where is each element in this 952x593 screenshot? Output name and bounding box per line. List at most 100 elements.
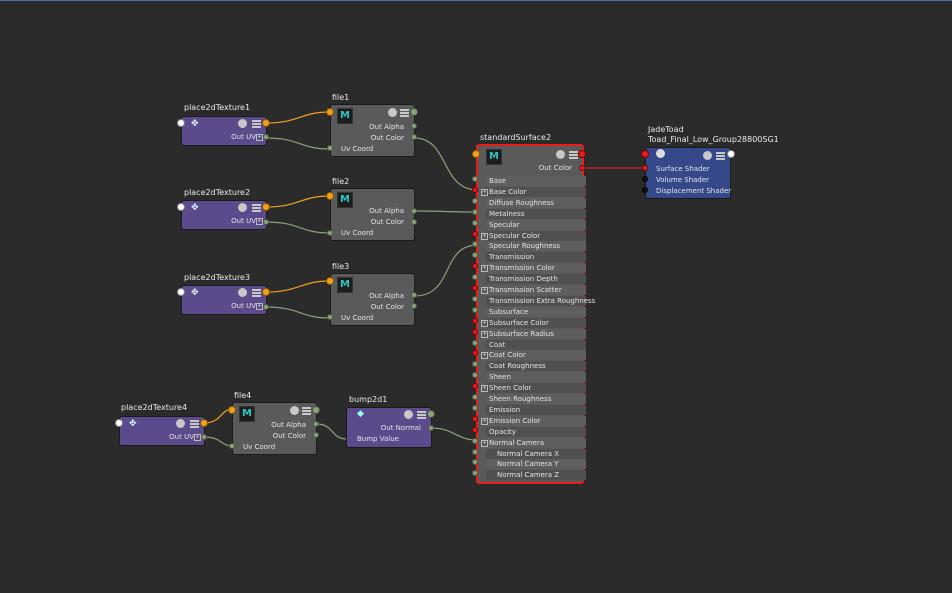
- attribute-row[interactable]: Emission Color+: [481, 415, 586, 426]
- expand-icon[interactable]: +: [256, 218, 263, 225]
- volume-shader-port[interactable]: [642, 176, 648, 182]
- attribute-row[interactable]: Coat: [486, 339, 586, 350]
- expand-icon[interactable]: +: [256, 134, 263, 141]
- input-port[interactable]: [641, 150, 649, 158]
- input-port[interactable]: [177, 203, 185, 211]
- output-alpha-port[interactable]: [411, 208, 417, 214]
- attribute-input-port[interactable]: [472, 176, 478, 182]
- bump2d-node[interactable]: ◆ Out Normal Bump Value: [346, 407, 432, 448]
- expand-icon[interactable]: +: [481, 287, 488, 294]
- attribute-input-port[interactable]: [472, 241, 478, 248]
- place2dtexture-node[interactable]: ✥ Out UV +: [119, 416, 205, 446]
- attribute-row[interactable]: Sheen Color+: [481, 383, 586, 394]
- attribute-input-port[interactable]: [472, 306, 478, 313]
- attribute-input-port[interactable]: [472, 426, 478, 433]
- file-node[interactable]: M Out Alpha Out Color Uv Coord: [330, 188, 415, 241]
- attribute-row[interactable]: Transmission Color+: [481, 263, 586, 274]
- output-color-port[interactable]: [313, 432, 319, 438]
- input-port[interactable]: [326, 108, 334, 116]
- attribute-row[interactable]: Base: [486, 176, 586, 186]
- attribute-input-port[interactable]: [472, 295, 478, 302]
- expand-icon[interactable]: +: [194, 434, 201, 441]
- input-port[interactable]: [177, 288, 185, 296]
- attribute-input-port[interactable]: [472, 470, 478, 477]
- attribute-row[interactable]: Normal Camera Z: [486, 470, 586, 481]
- attribute-list-icon[interactable]: [302, 407, 311, 415]
- input-port[interactable]: [326, 277, 334, 285]
- output-alpha-port[interactable]: [313, 421, 319, 427]
- attribute-row[interactable]: Sheen Roughness: [486, 394, 586, 404]
- output-port[interactable]: [410, 108, 418, 116]
- attribute-list-icon[interactable]: [716, 152, 725, 160]
- input-port[interactable]: [472, 150, 480, 158]
- attribute-list-icon[interactable]: [569, 151, 578, 159]
- attribute-row[interactable]: Transmission Depth: [486, 274, 586, 285]
- settings-icon[interactable]: [238, 288, 247, 297]
- expand-icon[interactable]: +: [481, 188, 488, 196]
- attribute-input-port[interactable]: [472, 285, 478, 291]
- expand-icon[interactable]: +: [481, 352, 488, 360]
- output-alpha-port[interactable]: [411, 123, 417, 129]
- attribute-row[interactable]: Coat Roughness: [486, 361, 586, 372]
- output-port[interactable]: [312, 406, 320, 414]
- attribute-list-icon[interactable]: [400, 109, 409, 117]
- attribute-row[interactable]: Base Color+: [481, 186, 586, 197]
- attribute-list-icon[interactable]: [252, 204, 261, 212]
- expand-icon[interactable]: +: [481, 439, 488, 447]
- input-port[interactable]: [228, 406, 236, 414]
- attribute-row[interactable]: Emission: [486, 404, 586, 415]
- attribute-row[interactable]: Normal Camera X: [486, 448, 586, 459]
- place2dtexture-node[interactable]: ✥ Out UV +: [181, 116, 267, 146]
- output-port[interactable]: [200, 419, 208, 427]
- place2dtexture-node[interactable]: ✥ Out UV +: [181, 285, 267, 315]
- output-uv-port[interactable]: [263, 304, 269, 310]
- expand-icon[interactable]: +: [481, 385, 488, 393]
- input-uv-port[interactable]: [327, 145, 333, 151]
- output-color-port[interactable]: [411, 219, 417, 225]
- settings-icon[interactable]: [238, 119, 247, 128]
- output-port[interactable]: [727, 150, 735, 158]
- displacement-shader-port[interactable]: [642, 187, 648, 193]
- attribute-row[interactable]: Specular Color+: [481, 230, 586, 241]
- settings-icon[interactable]: [703, 151, 712, 160]
- settings-icon[interactable]: [238, 203, 247, 212]
- attribute-input-port[interactable]: [472, 219, 478, 226]
- input-uv-port[interactable]: [229, 443, 235, 449]
- attribute-list-icon[interactable]: [252, 289, 261, 297]
- attribute-input-port[interactable]: [472, 404, 478, 411]
- settings-icon[interactable]: [176, 419, 185, 428]
- attribute-input-port[interactable]: [472, 274, 478, 281]
- attribute-input-port[interactable]: [472, 459, 478, 466]
- attribute-input-port[interactable]: [472, 197, 478, 204]
- settings-icon[interactable]: [388, 108, 397, 117]
- expand-icon[interactable]: +: [481, 417, 488, 425]
- surface-shader-port[interactable]: [642, 165, 648, 171]
- attribute-input-port[interactable]: [472, 339, 478, 346]
- attribute-row[interactable]: Subsurface Color+: [481, 317, 586, 328]
- attribute-row[interactable]: Opacity: [486, 426, 586, 437]
- expand-icon[interactable]: +: [481, 232, 488, 240]
- output-uv-port[interactable]: [201, 434, 207, 440]
- input-uv-port[interactable]: [327, 230, 333, 236]
- attribute-list-icon[interactable]: [252, 120, 261, 128]
- attribute-row[interactable]: Normal Camera Y: [486, 459, 586, 470]
- attribute-input-port[interactable]: [472, 208, 478, 215]
- attribute-row[interactable]: Transmission: [486, 252, 586, 263]
- attribute-row[interactable]: Normal Camera+: [481, 437, 586, 448]
- attribute-input-port[interactable]: [472, 372, 478, 379]
- attribute-row[interactable]: Subsurface: [486, 306, 586, 317]
- attribute-input-port[interactable]: [472, 394, 478, 400]
- output-normal-port[interactable]: [428, 425, 434, 431]
- attribute-input-port[interactable]: [472, 383, 478, 390]
- output-color-port[interactable]: [579, 165, 585, 171]
- attribute-input-port[interactable]: [472, 350, 478, 357]
- attribute-input-port[interactable]: [472, 230, 478, 237]
- attribute-input-port[interactable]: [472, 317, 478, 324]
- expand-icon[interactable]: +: [481, 330, 488, 338]
- attribute-input-port[interactable]: [472, 263, 478, 270]
- attribute-row[interactable]: Specular Roughness: [486, 241, 586, 252]
- settings-icon[interactable]: [556, 150, 565, 159]
- attribute-row[interactable]: Transmission Scatter+: [481, 285, 586, 295]
